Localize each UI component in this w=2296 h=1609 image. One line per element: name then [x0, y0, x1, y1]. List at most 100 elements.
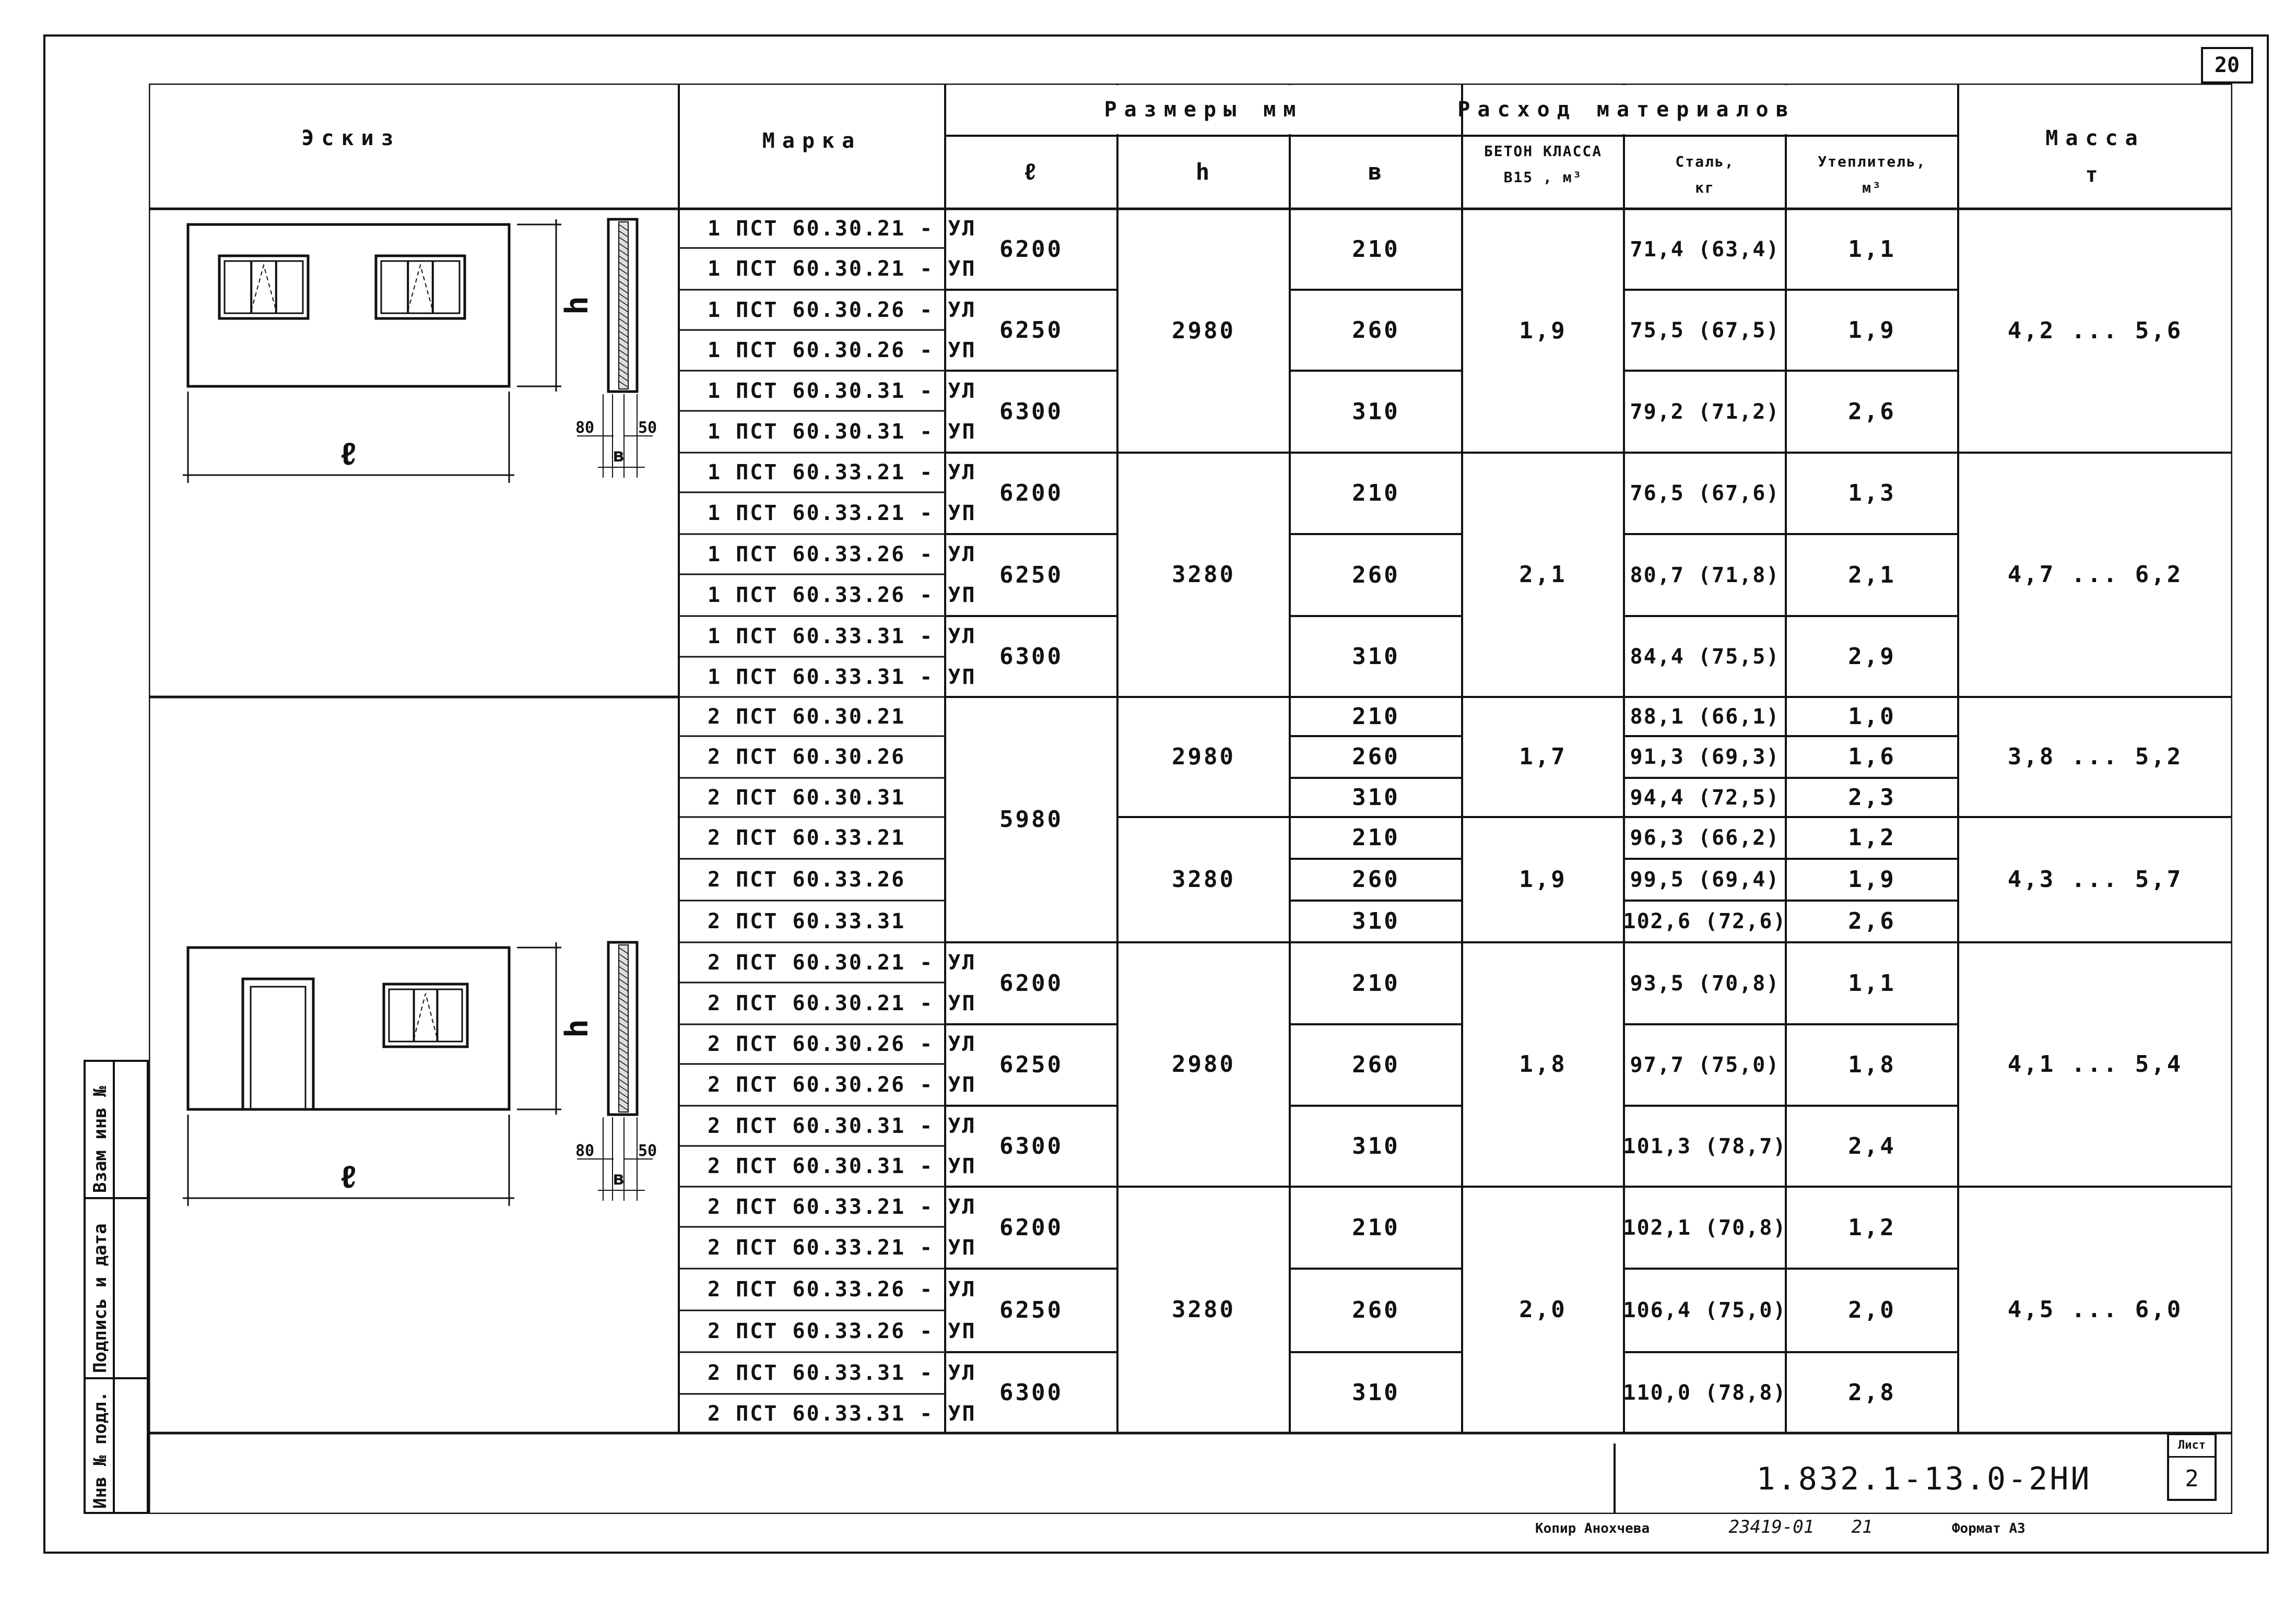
steel-value: 101,3 (78,7): [1623, 1134, 1787, 1158]
concrete-value: 2,0: [1519, 1296, 1567, 1323]
dim-50-label: 50: [638, 419, 657, 437]
b-value: 310: [1352, 1132, 1400, 1160]
steel-value: 75,5 (67,5): [1630, 318, 1780, 342]
side-stamp-grid: [84, 1060, 149, 1514]
header-mark: Марка: [762, 129, 862, 153]
window-frame: [382, 983, 469, 1048]
insulation-value: 1,1: [1848, 235, 1896, 263]
steel-value: 102,6 (72,6): [1623, 909, 1787, 933]
steel-value: 97,7 (75,0): [1630, 1053, 1780, 1077]
header-materials: Расход материалов: [1457, 98, 1796, 122]
insulation-value: 2,9: [1848, 643, 1896, 670]
width-label: в: [613, 445, 625, 466]
list-box: Лист 2: [2167, 1433, 2217, 1501]
insulation-value: 1,9: [1848, 866, 1896, 893]
insulation-value: 1,1: [1848, 969, 1896, 997]
length-label: ℓ: [339, 1159, 358, 1196]
steel-value: 91,3 (69,3): [1630, 745, 1780, 769]
header-concrete-2: В15 , м³: [1503, 169, 1583, 186]
b-value: 210: [1352, 824, 1400, 851]
mass-value: 4,2 ... 5,6: [2007, 317, 2183, 344]
insulation-value: 1,0: [1848, 703, 1896, 730]
list-number: 2: [2185, 1465, 2199, 1492]
mark-cell: 1 ПСТ 60.30.21 - УЛ: [708, 216, 976, 241]
door-opening: [241, 977, 315, 1111]
mark-cell: 2 ПСТ 60.33.26 - УП: [708, 1319, 976, 1343]
window-frame: [374, 254, 466, 320]
mass-value: 4,1 ... 5,4: [2007, 1051, 2183, 1078]
footer-format: Формат А3: [1951, 1521, 2026, 1536]
mark-cell: 2 ПСТ 60.33.21: [708, 826, 906, 850]
mark-cell: 2 ПСТ 60.30.26 - УЛ: [708, 1032, 976, 1056]
b-value: 210: [1352, 969, 1400, 997]
mark-cell: 2 ПСТ 60.30.21: [708, 704, 906, 729]
insulation-value: 1,2: [1848, 824, 1896, 851]
l-value: 6200: [999, 235, 1063, 263]
footer: Копир Анохчева 23419-01 21 Формат А3: [1535, 1517, 2026, 1537]
mark-cell: 1 ПСТ 60.33.31 - УП: [708, 665, 976, 689]
mark-cell: 2 ПСТ 60.33.31 - УЛ: [708, 1361, 976, 1385]
mark-cell: 1 ПСТ 60.33.26 - УП: [708, 583, 976, 607]
mass-value: 4,3 ... 5,7: [2007, 866, 2183, 893]
b-value: 210: [1352, 235, 1400, 263]
table-grid: [149, 84, 2232, 1514]
document-code: 1.832.1-13.0-2НИ: [1614, 1444, 2232, 1514]
mark-cell: 2 ПСТ 60.30.21 - УП: [708, 991, 976, 1015]
h-value: 3280: [1172, 1296, 1235, 1323]
mark-cell: 2 ПСТ 60.33.26: [708, 868, 906, 892]
mark-cell: 1 ПСТ 60.30.26 - УП: [708, 338, 976, 362]
steel-value: 80,7 (71,8): [1630, 563, 1780, 587]
mark-cell: 2 ПСТ 60.33.21 - УП: [708, 1236, 976, 1260]
insulation-value: 2,6: [1848, 908, 1896, 934]
h-value: 2980: [1172, 743, 1235, 770]
h-value: 3280: [1172, 561, 1235, 588]
l-value: 6250: [999, 1051, 1063, 1078]
steel-value: 79,2 (71,2): [1630, 399, 1780, 424]
window-frame: [218, 254, 310, 320]
mark-cell: 1 ПСТ 60.33.26 - УЛ: [708, 542, 976, 566]
b-value: 210: [1352, 1214, 1400, 1241]
header-insulation-1: Утеплитель,: [1818, 153, 1926, 170]
header-steel-2: кг: [1695, 179, 1715, 196]
mark-cell: 2 ПСТ 60.30.21 - УЛ: [708, 950, 976, 975]
l-value: 6250: [999, 316, 1063, 344]
mass-value: 3,8 ... 5,2: [2007, 743, 2183, 770]
list-label: Лист: [2169, 1435, 2215, 1458]
b-value: 260: [1352, 743, 1400, 770]
l-value: 6250: [999, 1297, 1063, 1323]
dim-80-label: 80: [575, 419, 595, 437]
mark-cell: 1 ПСТ 60.30.31 - УП: [708, 420, 976, 444]
concrete-value: 1,9: [1519, 866, 1567, 893]
h-value: 3280: [1172, 866, 1235, 893]
stamp-inv-original: Инв № подл.: [90, 1391, 111, 1509]
stamp-inv-replaced: Взам инв №: [90, 1086, 111, 1193]
header-sketch: Эскиз: [301, 126, 401, 150]
sheet-number: 20: [2201, 47, 2253, 84]
insulation-value: 1,2: [1848, 1214, 1896, 1241]
b-value: 210: [1352, 480, 1400, 506]
steel-value: 96,3 (66,2): [1630, 826, 1780, 850]
dim-80-label: 80: [575, 1142, 595, 1160]
header-concrete-1: БЕТОН КЛАССА: [1483, 143, 1603, 160]
concrete-value: 2,1: [1519, 561, 1567, 588]
b-value: 260: [1352, 866, 1400, 893]
b-value: 310: [1352, 398, 1400, 425]
l-value: 6300: [999, 398, 1063, 425]
b-value: 260: [1352, 561, 1400, 588]
steel-value: 94,4 (72,5): [1630, 785, 1780, 810]
insulation-value: 2,4: [1848, 1132, 1896, 1160]
length-label: ℓ: [339, 436, 358, 472]
insulation-value: 2,6: [1848, 398, 1896, 425]
panel-section: [607, 941, 639, 1116]
insulation-value: 2,1: [1848, 561, 1896, 588]
mark-cell: 1 ПСТ 60.33.21 - УЛ: [708, 460, 976, 484]
footer-order: 23419-01: [1728, 1517, 1815, 1537]
mark-cell: 1 ПСТ 60.30.31 - УЛ: [708, 378, 976, 403]
b-value: 310: [1352, 908, 1400, 934]
mark-cell: 2 ПСТ 60.33.26 - УЛ: [708, 1277, 976, 1302]
mark-cell: 2 ПСТ 60.30.31 - УП: [708, 1154, 976, 1178]
footer-page: 21: [1851, 1517, 1873, 1537]
steel-value: 102,1 (70,8): [1623, 1215, 1787, 1240]
steel-value: 71,4 (63,4): [1630, 237, 1780, 262]
mark-cell: 1 ПСТ 60.30.21 - УП: [708, 257, 976, 281]
